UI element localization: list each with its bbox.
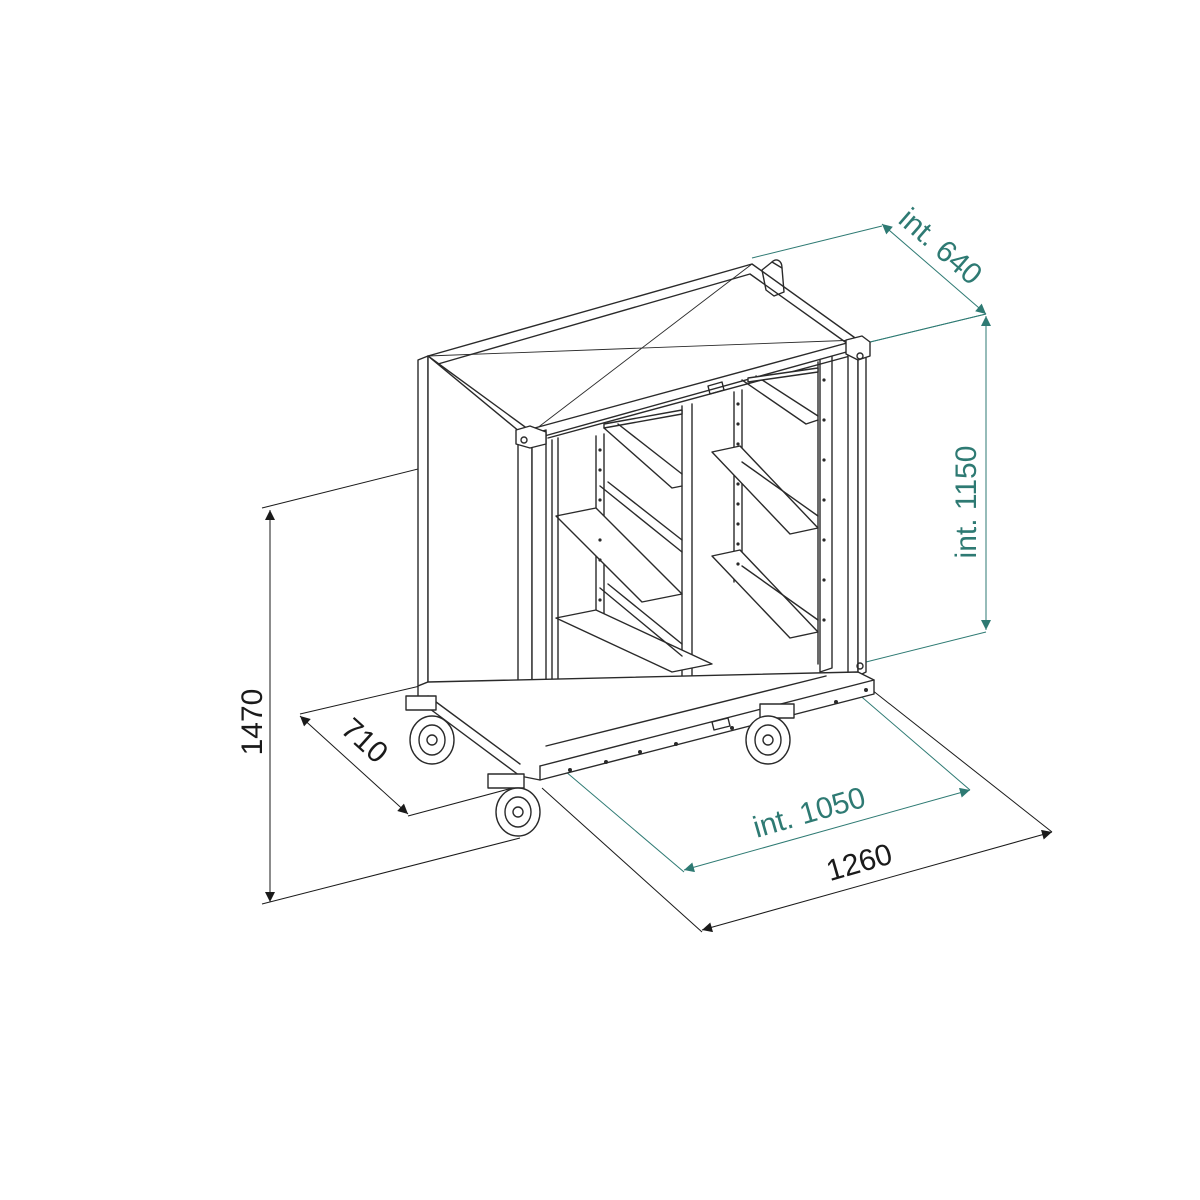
extension-lines	[261, 225, 1053, 933]
internal-width-dimension-line	[683, 787, 971, 873]
caster-wheel-front-left	[487, 773, 541, 837]
right-bay-shelves	[598, 361, 826, 665]
internal-depth-label: int. 640	[892, 202, 988, 291]
height-overall-label: 1470	[236, 689, 269, 756]
width-dimension-line	[701, 829, 1053, 933]
trolley-body	[405, 259, 875, 837]
dimension-arrows	[265, 223, 1053, 933]
internal-height-label: int. 1150	[950, 446, 983, 559]
depth-overall-label: 710	[335, 712, 394, 770]
caster-wheel-front-right	[745, 703, 795, 765]
caster-wheel-rear-left	[405, 695, 455, 765]
depth-dimension-line	[299, 715, 409, 815]
trolley-left-side-panel	[417, 355, 429, 687]
front-right-post	[845, 335, 871, 679]
internal-depth-dimension-line	[881, 223, 987, 315]
width-overall-label: 1260	[823, 838, 896, 888]
